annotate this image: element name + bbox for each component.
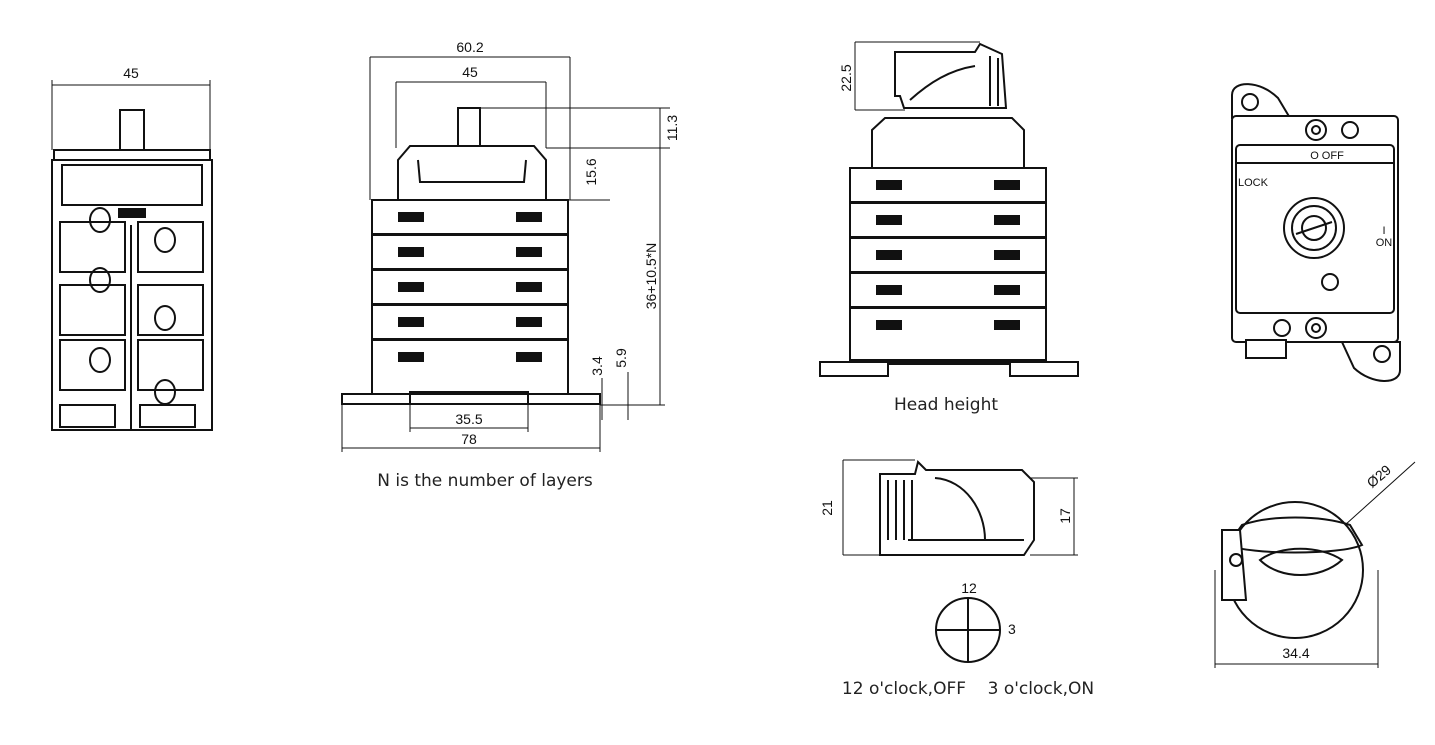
side-view: 60.2 45 11.3 15.6 36+10.5* <box>341 39 680 491</box>
offset-small-label: 3.4 <box>589 356 605 376</box>
lock-knob-icon <box>1283 197 1345 259</box>
knob-top-view: 34.4 Ø29 <box>1214 461 1416 668</box>
stack-height-label: 36+10.5*N <box>643 243 659 310</box>
shaft <box>457 107 481 151</box>
twelve-oclock-label: 12 <box>961 580 977 596</box>
head-view: 22.5 Head height <box>819 41 1079 415</box>
head-height-caption: Head height <box>894 395 998 415</box>
on-bar-label: I <box>1382 225 1385 237</box>
shaft <box>119 109 145 153</box>
offset-large-label: 5.9 <box>613 348 629 368</box>
knob-width-label: 34.4 <box>1282 645 1309 661</box>
rail-width-label: 35.5 <box>455 411 482 427</box>
mounting-base <box>341 393 601 405</box>
screw-icon <box>1305 119 1327 141</box>
switch-head <box>397 145 547 201</box>
lock-label: LOCK <box>1238 177 1269 189</box>
positions-caption: 12 o'clock,OFF 3 o'clock,ON <box>842 679 1094 699</box>
rotary-knob <box>894 42 1008 109</box>
front-width-label: 45 <box>123 65 139 81</box>
off-position-label: O OFF <box>1310 150 1344 162</box>
head-height-label: 15.6 <box>583 158 599 185</box>
terminal-blocks <box>59 207 204 405</box>
screw-icon <box>1305 317 1327 339</box>
front-view: 45 <box>51 65 213 431</box>
on-position-label: ON <box>1376 237 1393 249</box>
head-height-dimension-label: 22.5 <box>838 64 854 91</box>
body-width-label: 45 <box>462 64 478 80</box>
knob-height-left-label: 21 <box>819 500 835 516</box>
knob-side-view: 21 17 <box>819 459 1078 556</box>
three-oclock-label: 3 <box>1008 621 1016 637</box>
clock-view: 12 3 12 o'clock,OFF 3 o'clock,ON <box>842 580 1094 699</box>
panel-view: O OFF LOCK I ON <box>1231 83 1401 382</box>
knob-height-right-label: 17 <box>1057 508 1073 524</box>
layers-caption: N is the number of layers <box>377 471 593 491</box>
shaft-height-label: 11.3 <box>664 115 680 141</box>
overall-width-label: 60.2 <box>456 39 483 55</box>
knob-diameter-label: Ø29 <box>1364 461 1395 490</box>
knob-side-body <box>879 460 1035 556</box>
switch-layers <box>371 199 569 396</box>
panel-plate <box>1231 115 1399 343</box>
head-layers <box>849 167 1047 361</box>
head-base <box>819 361 1079 377</box>
base-width-label: 78 <box>461 431 477 447</box>
